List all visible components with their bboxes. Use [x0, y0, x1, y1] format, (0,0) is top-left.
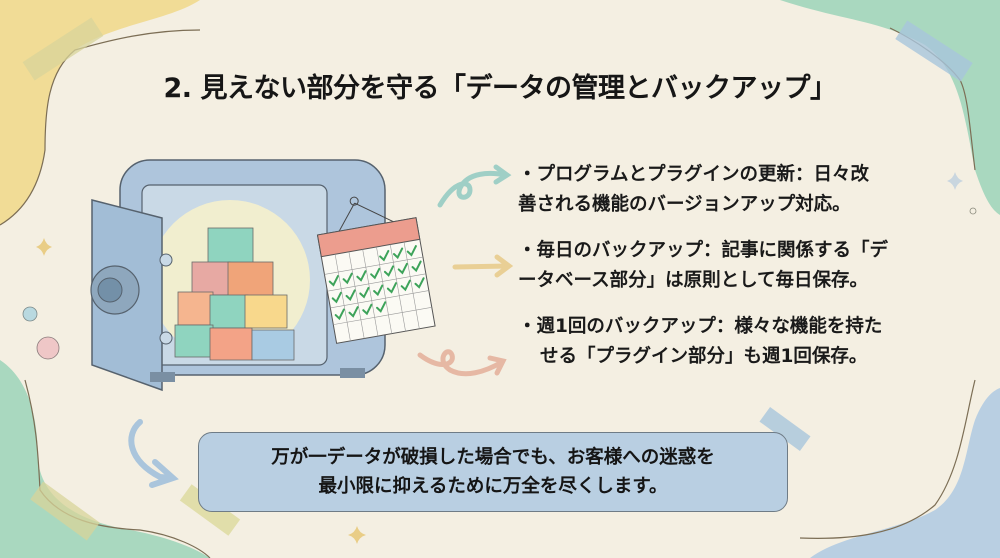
corner-blob-bottom-right	[810, 388, 1000, 558]
arrow-pink-icon	[417, 349, 505, 377]
sparkle-left	[36, 238, 52, 256]
callout-line-1: 万が一データが破損した場合でも、お客様への迷惑を	[271, 447, 715, 468]
bullet-program-update: ・プログラムとプラグインの更新：日々改 善される機能のバージョンアップ対応。	[518, 164, 869, 215]
bullet-list: ・プログラムとプラグインの更新：日々改 善される機能のバージョンアップ対応。 ・…	[518, 160, 938, 388]
tape-callout-right	[759, 407, 811, 451]
callout-box: 万が一データが破損した場合でも、お客様への迷惑を 最小限に抑えるために万全を尽く…	[198, 432, 788, 512]
callout-line-2: 最小限に抑えるために万全を尽くします。	[318, 476, 668, 497]
bullet-daily-backup: ・毎日のバックアップ：記事に関係する「デ ータベース部分」は原則として毎日保存。	[518, 240, 889, 291]
tape-top-right	[895, 20, 973, 82]
dot-teal	[22, 306, 38, 322]
arrow-teal-icon	[437, 171, 508, 208]
data-blocks-icon	[174, 227, 295, 361]
tape-bottom-left	[30, 481, 100, 541]
dot-small	[969, 207, 977, 215]
tape-top-left	[22, 17, 104, 81]
slide-title: 2. 見えない部分を守る「データの管理とバックアップ」	[163, 73, 837, 104]
arrow-blue-icon	[128, 419, 175, 481]
arrow-yellow-icon	[452, 263, 511, 270]
sparkle-right	[947, 172, 963, 190]
dot-pink	[36, 336, 60, 360]
bullet-weekly-backup: ・週1回のバックアップ：様々な機能を持た せる「プラグイン部分」も週1回保存。	[518, 316, 883, 367]
safe-illustration	[90, 159, 436, 392]
calendar-icon	[316, 196, 436, 344]
sparkle-bottom	[348, 526, 366, 544]
